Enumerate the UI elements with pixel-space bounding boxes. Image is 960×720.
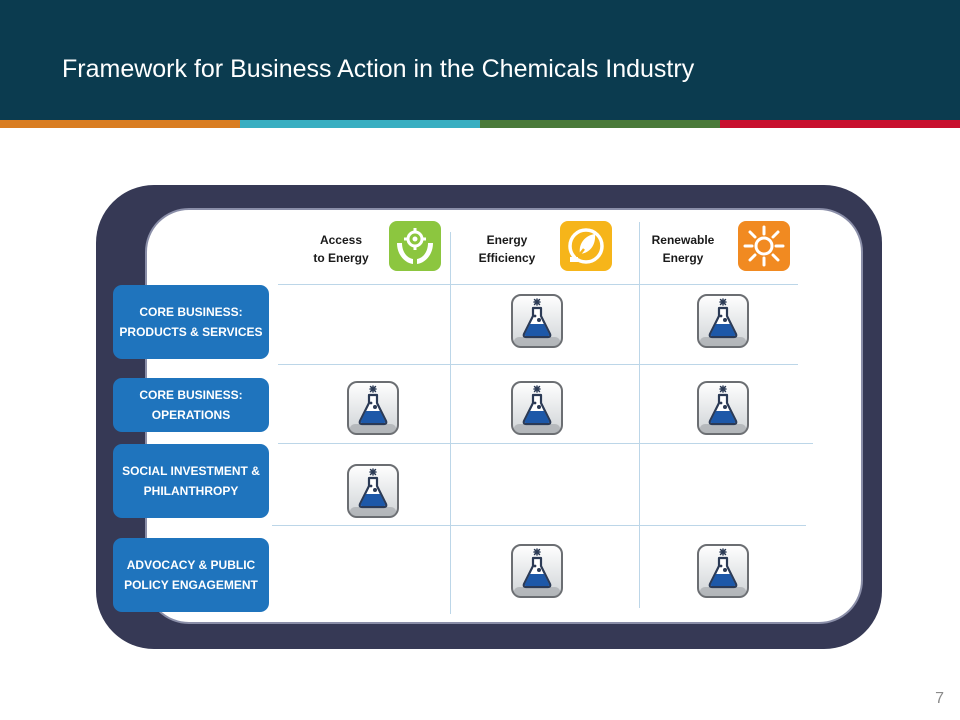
row-label-advocacy: ADVOCACY & PUBLIC POLICY ENGAGEMENT — [113, 538, 269, 612]
chemistry-flask-icon — [509, 292, 565, 350]
accent-stripe-red — [720, 120, 960, 128]
grid-line — [278, 284, 798, 285]
column-label-line: Energy — [486, 233, 528, 247]
grid-line — [639, 222, 640, 608]
column-label-line: Access — [319, 233, 363, 247]
column-label-access: Access to Energy — [281, 231, 401, 267]
chemistry-flask-icon — [345, 462, 401, 520]
column-label-line: Energy — [662, 251, 704, 265]
column-label-renewable: Renewable Energy — [623, 231, 743, 267]
column-label-line: to Energy — [313, 251, 369, 265]
chemistry-flask-icon — [345, 379, 401, 437]
leaf-plug-icon — [560, 221, 612, 271]
accent-stripe-green — [480, 120, 720, 128]
column-label-line: Renewable — [651, 233, 715, 247]
hands-gear-icon — [389, 221, 441, 271]
row-label-products-services: CORE BUSINESS: PRODUCTS & SERVICES — [113, 285, 269, 359]
chemistry-flask-icon — [695, 379, 751, 437]
chemistry-flask-icon — [695, 542, 751, 600]
slide-header — [0, 0, 960, 120]
sun-icon — [738, 221, 790, 271]
row-label-operations: CORE BUSINESS: OPERATIONS — [113, 378, 269, 432]
accent-stripe-teal — [240, 120, 480, 128]
page-number: 7 — [935, 690, 944, 707]
chemistry-flask-icon — [509, 542, 565, 600]
grid-line — [278, 364, 798, 365]
column-label-efficiency: Energy Efficiency — [447, 231, 567, 267]
accent-stripe-orange — [0, 120, 240, 128]
chemistry-flask-icon — [509, 379, 565, 437]
grid-line — [278, 443, 813, 444]
column-label-line: Efficiency — [478, 251, 536, 265]
row-label-social-investment: SOCIAL INVESTMENT & PHILANTHROPY — [113, 444, 269, 518]
grid-line — [272, 525, 806, 526]
chemistry-flask-icon — [695, 292, 751, 350]
slide-title: Framework for Business Action in the Che… — [62, 55, 695, 83]
grid-line — [450, 232, 451, 614]
